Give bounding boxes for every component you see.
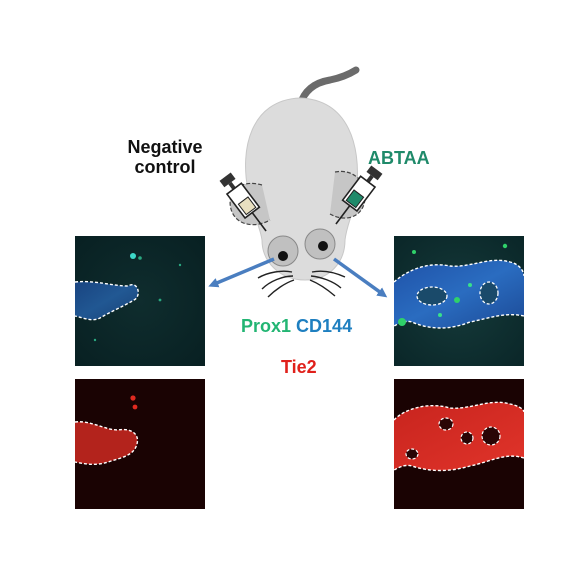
abtaa-tie2-outline bbox=[393, 401, 525, 472]
arrow-to-negative-panels bbox=[208, 257, 275, 288]
cd144-label: CD144 bbox=[296, 316, 353, 336]
negative-vessel-outline bbox=[74, 280, 139, 321]
negative-tie2-panel bbox=[74, 379, 205, 509]
abtaa-vessel-region bbox=[394, 260, 524, 328]
negative-tie2-outline bbox=[74, 421, 139, 465]
syringe-negative-control bbox=[219, 172, 267, 232]
mouse-eye-right-pupil bbox=[318, 241, 328, 251]
mouse-illustration bbox=[229, 66, 366, 298]
negative-vessel-region bbox=[75, 281, 139, 320]
mouse-tail bbox=[296, 66, 360, 109]
tie2-label: Tie2 bbox=[281, 357, 317, 377]
syringe-fill-abtaa bbox=[345, 189, 365, 209]
abtaa-label: ABTAA bbox=[368, 148, 430, 168]
negative-tie2-region bbox=[75, 421, 138, 465]
syringe-fill-control bbox=[237, 196, 257, 216]
prox1-label: Prox1 bbox=[241, 316, 292, 336]
syringe-abtaa bbox=[335, 165, 383, 225]
abtaa-vessel-outline bbox=[393, 259, 525, 329]
mouse-eye-left-pupil bbox=[278, 251, 288, 261]
arrow-to-abtaa-panels bbox=[332, 257, 388, 298]
mouse-whiskers bbox=[257, 270, 346, 298]
abtaa-tie2-panel bbox=[393, 379, 525, 509]
abtaa-tie2-region bbox=[394, 402, 524, 471]
marker-legend: Prox1 CD144 bbox=[241, 316, 352, 336]
negative-merged-panel bbox=[74, 236, 205, 366]
abtaa-merged-panel bbox=[393, 236, 525, 366]
negative-control-label: Negative control bbox=[127, 137, 203, 177]
